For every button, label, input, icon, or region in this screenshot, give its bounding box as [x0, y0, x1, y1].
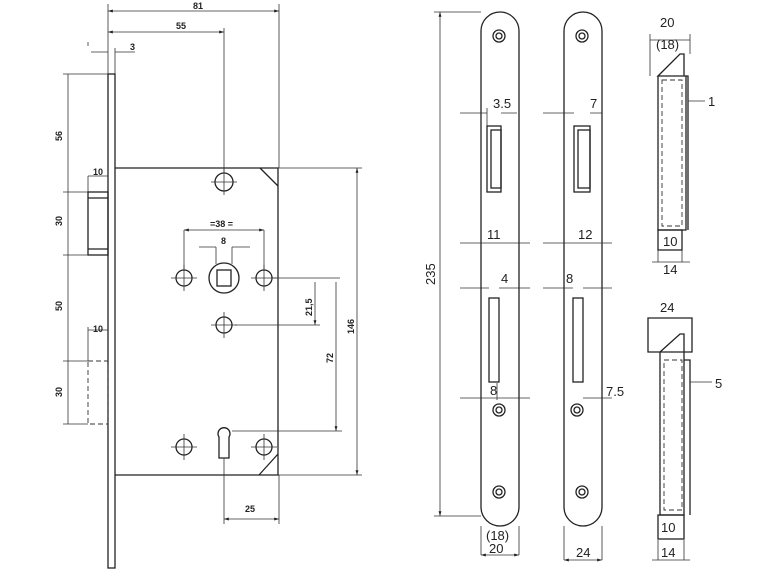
dim-20-side: 20 [660, 15, 674, 30]
side-view-bottom: 24 5 10 14 [647, 300, 722, 561]
dim-24-side: 24 [660, 300, 674, 315]
dim-30-latch: 30 [54, 216, 64, 226]
dim-20-a: 20 [489, 541, 503, 556]
lock-case [115, 167, 279, 476]
mounting-holes [171, 169, 277, 460]
dim-72: 72 [325, 353, 335, 363]
dim-8-b: 8 [566, 271, 573, 286]
dim-3: 3 [130, 42, 135, 52]
faceplate [107, 73, 116, 569]
dim-25: 25 [245, 504, 255, 514]
dim-146: 146 [346, 319, 356, 334]
keyhole [217, 427, 231, 459]
dim-56: 56 [54, 131, 64, 141]
dim-bolt-10: 10 [93, 324, 103, 334]
dim-235: 235 [423, 263, 438, 285]
dim-14-top: 14 [663, 262, 677, 277]
strike-plates: 235 3.5 11 4 8 (18) 20 7 12 8 7.5 24 [423, 11, 624, 562]
dim-14-bottom: 14 [661, 545, 675, 560]
dim-8: 8 [221, 236, 226, 246]
dim-38: =38 = [210, 219, 233, 229]
strike-plate-b: 7 12 8 7.5 24 [543, 11, 624, 562]
mortise-lock-body: 81 55 3 10 10 56 30 50 30 =38 = 8 21,5 7… [54, 1, 362, 569]
dim-11: 11 [487, 227, 501, 242]
dim-12: 12 [578, 227, 592, 242]
case-chamfers [258, 167, 279, 476]
follower [208, 262, 240, 294]
dim-7: 7 [590, 96, 597, 111]
spindle-square [216, 269, 232, 287]
dim-21-5: 21,5 [304, 298, 314, 316]
dim-7-5: 7.5 [606, 384, 624, 399]
dim-8-a: 8 [490, 383, 497, 398]
dim-50: 50 [54, 301, 64, 311]
dim-3-5: 3.5 [493, 96, 511, 111]
strike-plate-a: 3.5 11 4 8 (18) 20 [460, 11, 530, 557]
dead-bolt-dashed [87, 360, 109, 425]
dim-81: 81 [193, 1, 203, 11]
side-views: 20 (18) 1 10 14 24 5 10 14 [647, 15, 722, 561]
dim-latch-10: 10 [93, 167, 103, 177]
dim-18-side: (18) [656, 37, 679, 52]
dim-30-bolt: 30 [54, 387, 64, 397]
dim-10-bottom: 10 [661, 520, 675, 535]
dim-55: 55 [176, 21, 186, 31]
latch-bolt [87, 191, 109, 256]
dim-18-a: (18) [486, 528, 509, 543]
side-view-top: 20 (18) 1 10 14 [649, 15, 715, 277]
dim-4: 4 [501, 271, 508, 286]
dim-1: 1 [708, 94, 715, 109]
dim-5: 5 [715, 376, 722, 391]
dim-10-top: 10 [663, 234, 677, 249]
dim-24-b: 24 [576, 545, 590, 560]
